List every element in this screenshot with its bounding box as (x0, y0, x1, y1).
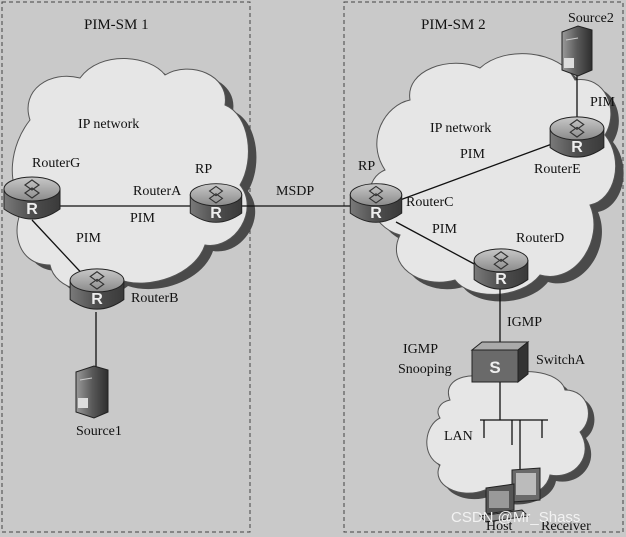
link-routerc-routere (399, 143, 553, 201)
router-b: R (69, 268, 125, 310)
router-e-glyph: R (571, 139, 583, 156)
router-e: R (549, 116, 605, 158)
link-label-msdp: MSDP (276, 184, 315, 199)
router-a-role: RP (195, 162, 213, 177)
router-c-glyph: R (370, 205, 382, 222)
cloud-label-left: IP network (78, 117, 140, 132)
router-g-glyph: R (26, 201, 38, 218)
router-d-label: RouterD (516, 231, 565, 246)
source1-server-icon (75, 365, 109, 419)
link-label-c-e: PIM (460, 147, 485, 162)
link-label-c-d: PIM (432, 222, 457, 237)
link-label-igmp-snooping-2: Snooping (398, 362, 452, 377)
router-d-glyph: R (495, 271, 507, 288)
router-c-role: RP (358, 159, 376, 174)
switch-a-glyph: S (489, 358, 500, 377)
lan-cloud (426, 371, 595, 505)
watermark: CSDN @Mr_Shass (451, 509, 581, 526)
router-b-glyph: R (91, 291, 103, 308)
link-label-igmp: IGMP (507, 315, 543, 330)
domain-title-right: PIM-SM 2 (421, 17, 486, 33)
domain-boundary-right (343, 1, 624, 533)
link-routerg-routerb (31, 219, 89, 281)
link-routerc-routerd (395, 221, 479, 267)
cloud-label-lan: LAN (444, 429, 473, 444)
switch-a-label: SwitchA (536, 353, 585, 368)
host-label: Host (486, 519, 513, 534)
router-a: R (189, 183, 243, 223)
router-c-label: RouterC (406, 195, 454, 210)
domain-title-left: PIM-SM 1 (84, 17, 149, 33)
host-pc-icon (478, 467, 541, 523)
router-d: R (473, 248, 529, 290)
source1-label: Source1 (76, 424, 122, 439)
router-c: R (349, 183, 403, 223)
domain-boundary-left (1, 1, 251, 533)
link-label-g-a: PIM (130, 211, 155, 226)
link-label-e-source2: PIM (590, 95, 615, 110)
router-a-label: RouterA (133, 184, 182, 199)
router-a-glyph: R (210, 205, 222, 222)
switch-a: S (470, 340, 530, 384)
router-b-label: RouterB (131, 291, 179, 306)
router-g: R (3, 176, 61, 220)
router-e-label: RouterE (534, 162, 581, 177)
ip-network-cloud-left (11, 58, 257, 297)
link-label-g-b: PIM (76, 231, 101, 246)
router-g-label: RouterG (32, 156, 81, 171)
receiver-label: Receiver (541, 519, 591, 534)
source2-label: Source2 (568, 11, 614, 26)
cloud-label-right: IP network (430, 121, 492, 136)
source2-server-icon (561, 25, 593, 77)
link-label-igmp-snooping-1: IGMP (403, 342, 439, 357)
